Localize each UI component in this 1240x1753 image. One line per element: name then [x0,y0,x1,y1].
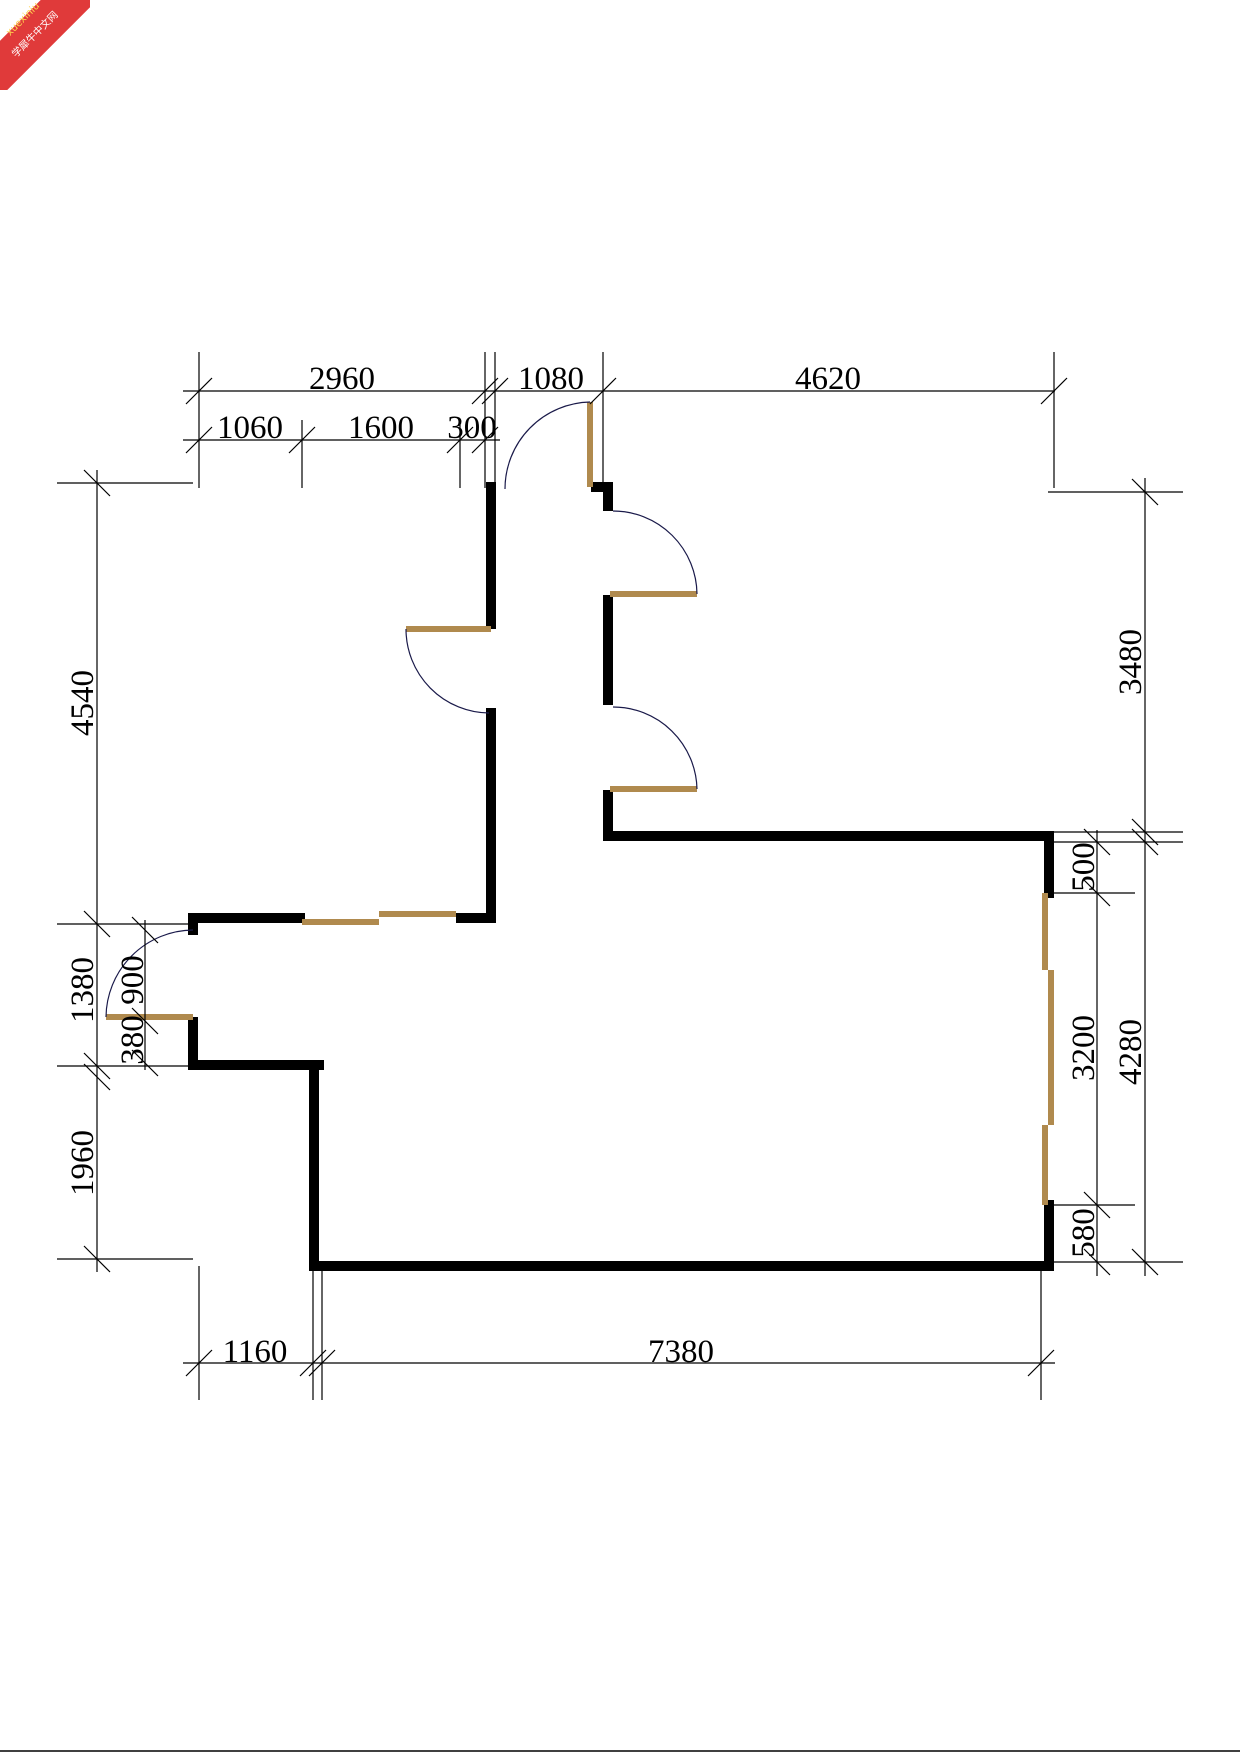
dim-right-total: 4280 [1113,1019,1149,1085]
dim-top-total-left: 2960 [309,361,375,397]
dim-left-upper: 4540 [65,670,101,736]
doors [105,401,698,1020]
wall-right-upper [603,790,1054,898]
dim-left-small: 380 [115,1015,151,1065]
wall-inner-left-lower [456,708,496,923]
dim-right-upper: 3480 [1113,629,1149,695]
dimension-lines [57,352,1183,1400]
dim-top-seg1: 1060 [217,410,283,446]
wall-bottom-right [309,1065,1054,1271]
dimension-labels: 2960 1080 4620 1060 1600 300 4540 1380 9… [65,361,1149,1370]
wall-inner-right-top [591,482,613,511]
door-swing-right-upper [612,510,698,595]
dim-bottom-right: 7380 [648,1334,714,1370]
door-swing-left-mid [405,628,490,714]
dim-left-lower: 1960 [65,1130,101,1196]
dim-top-seg3: 300 [447,410,497,446]
windows [302,893,1054,1205]
door-swing-right-lower [612,706,698,790]
dim-right-seg1: 500 [1066,842,1102,892]
door-swing-top [504,401,591,490]
dim-left-mid: 1380 [65,957,101,1023]
wall-left-lower [188,1017,324,1070]
dim-top-right: 4620 [795,361,861,397]
dim-bottom-left: 1160 [223,1334,288,1370]
door-swing-left-side [105,929,194,1018]
dim-top-seg2: 1600 [348,410,414,446]
dim-right-window: 3200 [1066,1015,1102,1081]
walls [188,482,1054,1271]
wall-left-top [188,913,305,935]
dim-top-door: 1080 [518,361,584,397]
dim-right-seg3: 580 [1066,1208,1102,1258]
dim-left-door: 900 [115,955,151,1005]
